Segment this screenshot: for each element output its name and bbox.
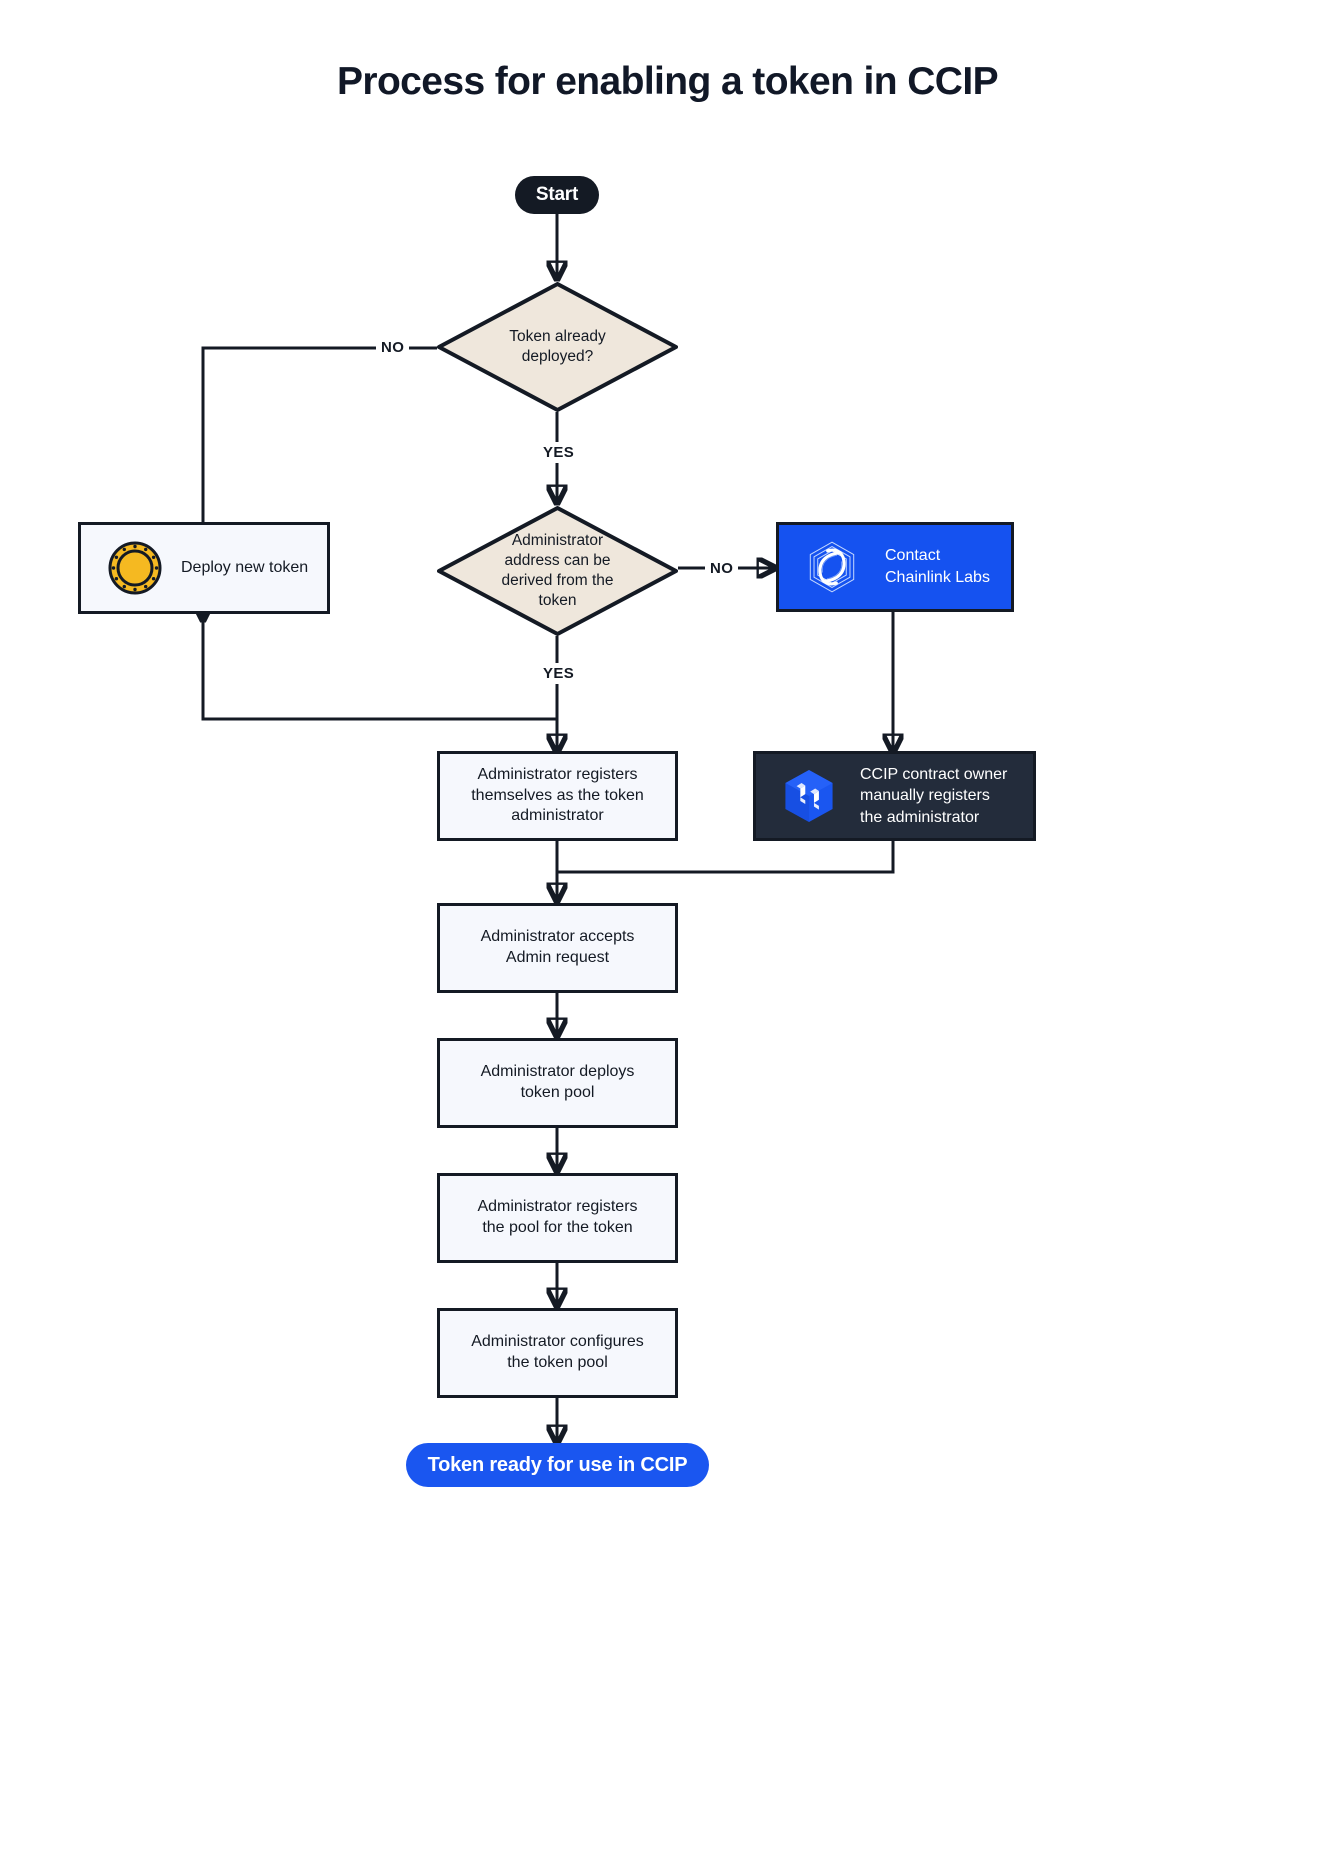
coin-icon <box>108 541 162 595</box>
node-decision-token-deployed-label: Token already deployed? <box>509 328 606 365</box>
chainlink-logo-icon <box>809 541 855 593</box>
page-title: Process for enabling a token in CCIP <box>336 60 999 103</box>
node-decision-token-deployed[interactable]: Token already deployed? <box>437 282 678 412</box>
node-admin-configures-pool-label: Administrator configures the token pool <box>471 1333 644 1371</box>
node-end-token-ready-label: Token ready for use in CCIP <box>427 1453 688 1476</box>
node-contact-chainlink-labs[interactable]: Contact Chainlink Labs <box>776 522 1014 612</box>
node-start-label: Start <box>535 184 579 205</box>
node-admin-deploys-pool[interactable]: Administrator deploys token pool <box>437 1038 678 1128</box>
node-admin-configures-pool[interactable]: Administrator configures the token pool <box>437 1308 678 1398</box>
node-admin-registers-self-label: Administrator registers themselves as th… <box>471 765 644 825</box>
node-admin-accepts-request[interactable]: Administrator accepts Admin request <box>437 903 678 993</box>
edge-label-decision2-yes: YES <box>538 663 580 684</box>
node-ccip-owner-registers-label: CCIP contract owner manually registers t… <box>860 765 1008 826</box>
node-admin-deploys-pool-label: Administrator deploys token pool <box>480 1063 635 1101</box>
edge-ccip-owner-to-accepts <box>557 841 895 874</box>
node-start[interactable]: Start <box>515 176 599 214</box>
edge-label-decision1-no: NO <box>376 337 410 358</box>
node-ccip-owner-registers[interactable]: CCIP contract owner manually registers t… <box>753 751 1036 841</box>
diamond-shape <box>437 506 678 636</box>
node-decision-admin-derived-label: Administrator address can be derived fro… <box>501 532 614 609</box>
node-decision-admin-derived[interactable]: Administrator address can be derived fro… <box>437 506 678 636</box>
node-deploy-new-token-label: Deploy new token <box>181 558 309 576</box>
node-contact-chainlink-labs-label: Contact Chainlink Labs <box>885 547 990 586</box>
diamond-shape <box>437 282 678 412</box>
node-deploy-new-token[interactable]: Deploy new token <box>78 522 330 614</box>
node-end-token-ready[interactable]: Token ready for use in CCIP <box>406 1443 709 1487</box>
node-admin-registers-pool-label: Administrator registers the pool for the… <box>477 1198 638 1236</box>
edge-label-decision1-yes: YES <box>538 442 580 463</box>
node-admin-registers-self[interactable]: Administrator registers themselves as th… <box>437 751 678 841</box>
node-admin-accepts-request-label: Administrator accepts Admin request <box>480 928 635 966</box>
edge-deploy-to-admin-register <box>201 619 557 721</box>
edge-label-decision2-no: NO <box>705 558 739 579</box>
node-admin-registers-pool[interactable]: Administrator registers the pool for the… <box>437 1173 678 1263</box>
ccip-logo-icon <box>785 769 833 823</box>
